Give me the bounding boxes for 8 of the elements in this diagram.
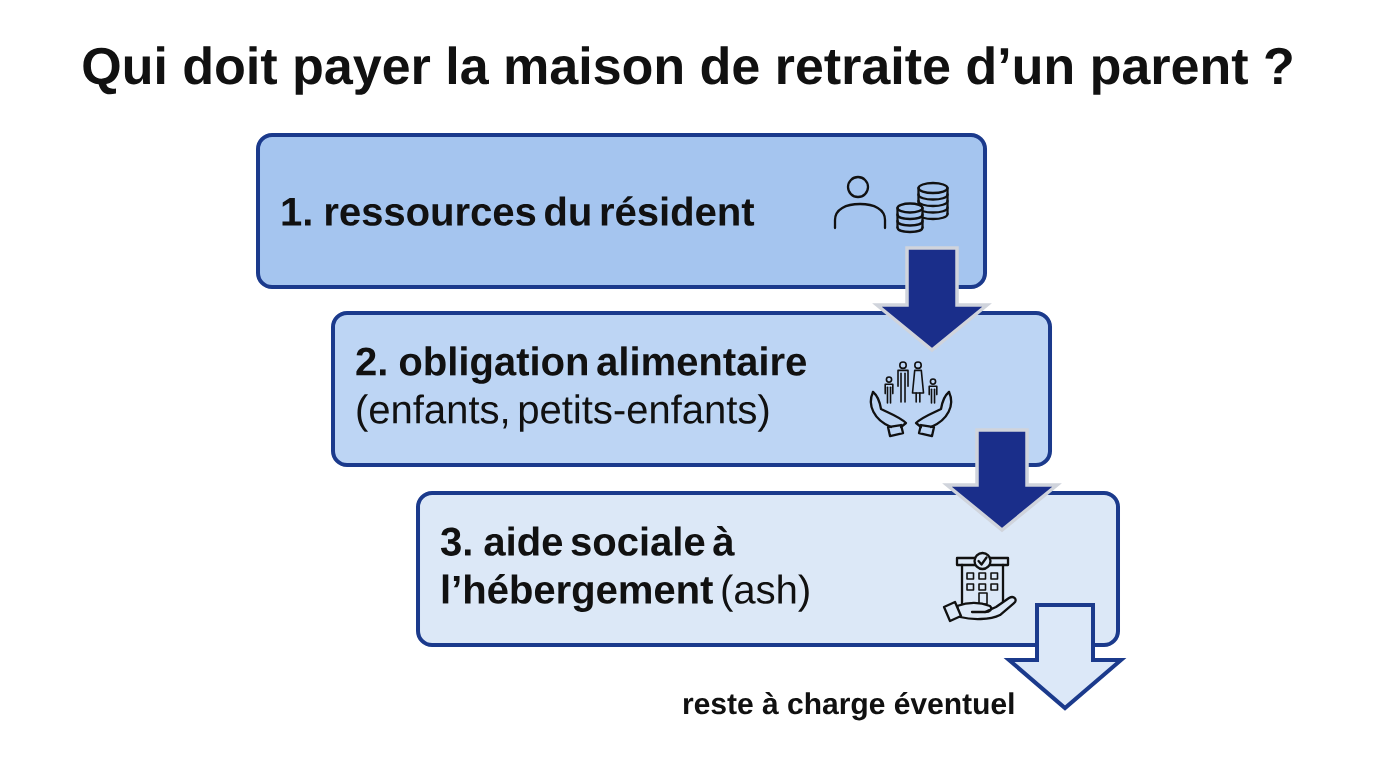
block-arrow [872,246,992,353]
title: Qui doit payer la maison de retraite d’un parent ? [83,46,1292,95]
block-arrow [1003,603,1127,711]
block-arrow [942,428,1062,533]
process-box: 1. ressources du résident [256,133,987,289]
process-box: 2. obligation alimentaire (enfants, petits-enfants) [331,311,1052,467]
result-text: reste à charge éventuel [684,692,1014,721]
process-box: 3. aide sociale à l’hébergement (ash) [416,491,1120,647]
